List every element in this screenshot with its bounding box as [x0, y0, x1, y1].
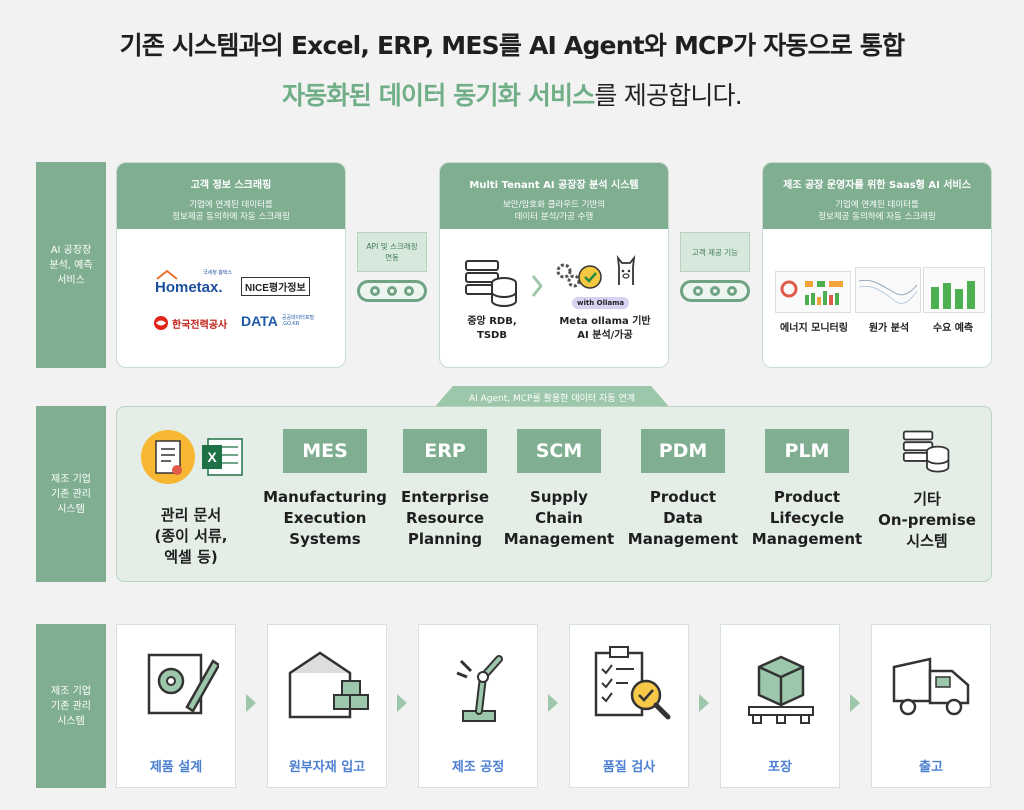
saas-item-demand: 수요 예측	[932, 323, 974, 334]
nice-logo: NICE평가정보	[241, 277, 310, 296]
process-label: 제조 공정	[451, 760, 505, 775]
plm-badge: PLM	[765, 429, 849, 473]
side-label-process: 제조 기업 기존 관리 시스템	[36, 624, 106, 788]
card-head: Multi Tenant AI 공장장 분석 시스템 보안/암호화 클라우드 기…	[440, 163, 668, 229]
process-label: 제품 설계	[149, 760, 203, 775]
process-step-receiving: 원부자재 입고	[267, 624, 387, 788]
plm-name: Product Lifecycle Management	[751, 488, 863, 548]
process-step-design: 제품 설계	[116, 624, 236, 788]
hometax-logo: Hometax. 국세청 홈택스	[155, 269, 232, 296]
docs-label: 관리 문서 (종이 서류, 엑셀 등)	[154, 506, 228, 566]
data-go-kr-logo: DATA 공공데이터포털 .GO.KR	[241, 313, 315, 329]
headline: 기존 시스템과의 Excel, ERP, MES를 AI Agent와 MCP가…	[0, 26, 1024, 112]
process-step-inspection: 품질 검사	[569, 624, 689, 788]
rdb-label: 중앙 RDB, TSDB	[467, 316, 517, 341]
erp-badge: ERP	[403, 429, 487, 473]
process-arrow-icon	[699, 694, 709, 712]
documents-excel-icon: X	[141, 430, 243, 484]
other-system-label: 기타 On-premise 시스템	[878, 490, 976, 550]
card-head: 고객 정보 스크래핑 기업에 연계된 데이터를 정보제공 동의하에 자동 스크래…	[117, 163, 345, 229]
process-label: 원부자재 입고	[288, 760, 366, 775]
conveyor-icon	[680, 280, 750, 302]
design-gear-pen-icon	[147, 653, 219, 715]
card-subtitle: 기업에 연계된 데이터를 정보제공 동의하에 자동 스크래핑	[172, 200, 290, 222]
mes-name: Manufacturing Execution Systems	[263, 488, 387, 548]
process-label: 품질 검사	[602, 760, 656, 775]
docs-system: X 관리 문서 (종이 서류, 엑셀 등)	[133, 429, 249, 568]
energy-dashboard-thumbnail	[775, 271, 851, 313]
card-subtitle: 보안/암호화 클라우드 기반의 데이터 분석/가공 수행	[502, 200, 606, 222]
mes-badge: MES	[283, 429, 367, 473]
server-database-icon	[902, 430, 950, 473]
demand-chart-thumbnail	[923, 267, 985, 313]
flow-arrow-icon	[532, 275, 542, 297]
ollama-badge: with Ollama	[572, 297, 630, 309]
card-title: 제조 공장 운영자를 위한 Saas형 AI 서비스	[783, 180, 971, 191]
connector-label: 고객 제공 기능	[680, 232, 750, 272]
warehouse-icon	[288, 651, 369, 719]
headline-line2: 자동화된 데이터 동기화 서비스를 제공합니다.	[0, 76, 1024, 112]
system-scm: SCM Supply Chain Management	[497, 429, 621, 550]
erp-name: Enterprise Resource Planning	[400, 488, 490, 548]
pallet-box-icon	[748, 655, 814, 724]
process-step-packaging: 포장	[720, 624, 840, 788]
system-pdm: PDM Product Data Management	[621, 429, 745, 550]
svg-text:X: X	[207, 449, 217, 465]
connector-customer: 고객 제공 기능	[680, 232, 750, 302]
saas-item-cost: 원가 분석	[868, 323, 910, 334]
pdm-badge: PDM	[641, 429, 725, 473]
saas-item-energy: 에너지 모니터링	[780, 323, 848, 334]
process-arrow-icon	[397, 694, 407, 712]
scm-name: Supply Chain Management	[503, 488, 615, 548]
card-customer-scraping: 고객 정보 스크래핑 기업에 연계된 데이터를 정보제공 동의하에 자동 스크래…	[116, 162, 346, 368]
system-other: 기타 On-premise 시스템	[865, 429, 989, 552]
card-ai-analysis: Multi Tenant AI 공장장 분석 시스템 보안/암호화 클라우드 기…	[439, 162, 669, 368]
llama-icon	[616, 255, 636, 285]
kepco-logo: 한국전력공사	[153, 315, 227, 331]
logo-area: Hometax. 국세청 홈택스 NICE평가정보 한국전력공사 DATA 공공…	[117, 229, 345, 367]
headline-rest: 를 제공합니다.	[594, 81, 742, 110]
process-label: 포장	[768, 760, 792, 775]
card-saas-service: 제조 공장 운영자를 위한 Saas형 AI 서비스 기업에 연계된 데이터를 …	[762, 162, 992, 368]
system-erp: ERP Enterprise Resource Planning	[383, 429, 507, 550]
headline-line1: 기존 시스템과의 Excel, ERP, MES를 AI Agent와 MCP가…	[119, 31, 905, 60]
card-title: 고객 정보 스크래핑	[190, 180, 272, 191]
process-step-manufacturing: 제조 공정	[418, 624, 538, 788]
process-label: 출고	[919, 760, 943, 775]
card-head: 제조 공장 운영자를 위한 Saas형 AI 서비스 기업에 연계된 데이터를 …	[763, 163, 991, 229]
process-arrow-icon	[246, 694, 256, 712]
side-label-existing-systems: 제조 기업 기존 관리 시스템	[36, 406, 106, 582]
connector-label: API 및 스크래핑 연동	[357, 232, 427, 272]
system-plm: PLM Product Lifecycle Management	[745, 429, 869, 550]
headline-highlight: 자동화된 데이터 동기화 서비스	[282, 81, 595, 110]
card-title: Multi Tenant AI 공장장 분석 시스템	[469, 180, 639, 191]
truck-icon	[892, 657, 970, 716]
scm-badge: SCM	[517, 429, 601, 473]
systems-panel: X 관리 문서 (종이 서류, 엑셀 등) MES Manufacturing …	[116, 406, 992, 582]
connector-api: API 및 스크래핑 연동	[357, 232, 427, 302]
gear-check-icon	[556, 263, 602, 289]
agent-mcp-tab: AI Agent, MCP를 활용한 데이터 자동 연계	[434, 386, 670, 408]
ollama-label: Meta ollama 기반 AI 분석/가공	[559, 316, 651, 341]
pdm-name: Product Data Management	[627, 488, 739, 548]
system-mes: MES Manufacturing Execution Systems	[263, 429, 387, 550]
robot-arm-icon	[456, 655, 503, 722]
server-database-icon	[465, 260, 517, 307]
card-subtitle: 기업에 연계된 데이터를 정보제공 동의하에 자동 스크래핑	[818, 200, 936, 222]
process-arrow-icon	[548, 694, 558, 712]
process-step-shipping: 출고	[871, 624, 991, 788]
side-label-ai-service: AI 공장장 분석, 예측 서비스	[36, 162, 106, 368]
cost-chart-thumbnail	[855, 267, 921, 313]
conveyor-icon	[357, 280, 427, 302]
process-arrow-icon	[850, 694, 860, 712]
checklist-magnifier-icon	[594, 646, 671, 720]
